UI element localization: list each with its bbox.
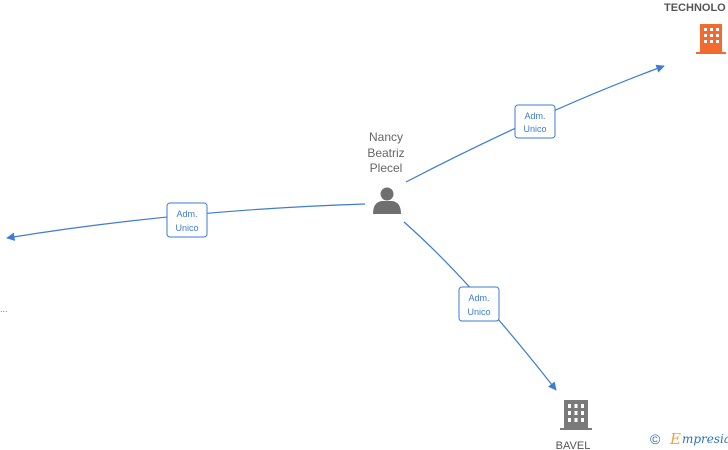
company-label-left: ... — [0, 304, 8, 314]
person-name-line-3: Plecel — [370, 161, 403, 175]
edge-label-line-2: Unico — [467, 307, 490, 317]
person-node[interactable]: Nancy Beatriz Plecel — [367, 130, 405, 214]
brand-name: mpresia — [682, 432, 728, 446]
company-label-top-right: TECHNOLO — [664, 2, 726, 14]
edge-label-line-2: Unico — [523, 124, 546, 134]
brand-initial: E — [669, 430, 681, 448]
edge-label-line-1: Adm. — [176, 209, 197, 219]
copyright-symbol: © — [650, 431, 661, 447]
edge-label-left: Adm. Unico — [166, 202, 208, 238]
company-node-top-right[interactable]: TECHNOLO — [664, 2, 726, 54]
company-label-bottom: BAVEL — [556, 440, 591, 450]
edge-label-top-right: Adm. Unico — [514, 104, 556, 139]
edge-label-line-1: Adm. — [468, 293, 489, 303]
person-name-line-2: Beatriz — [367, 146, 404, 160]
empresia-credit: © E mpresia — [650, 430, 728, 448]
edge-label-line-2: Unico — [175, 223, 198, 233]
edge-label-line-1: Adm. — [524, 111, 545, 121]
edge-label-bottom: Adm. Unico — [458, 286, 500, 322]
person-name-line-1: Nancy — [369, 130, 403, 144]
person-icon — [373, 187, 401, 214]
company-node-bottom[interactable]: BAVEL — [556, 400, 592, 450]
building-icon — [696, 24, 726, 54]
building-icon — [560, 400, 592, 430]
